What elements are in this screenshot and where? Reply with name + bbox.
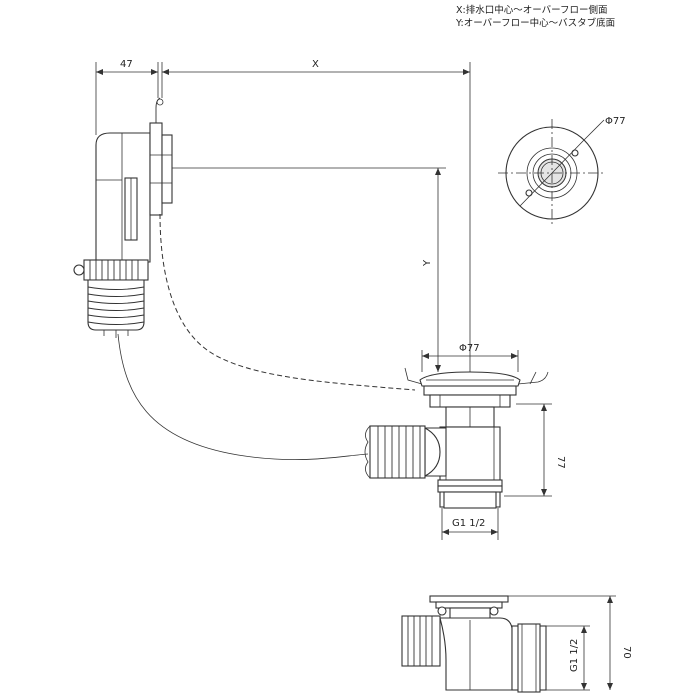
flexible-hose xyxy=(117,333,369,461)
overflow-front-view xyxy=(498,119,606,227)
drain-assembly xyxy=(364,367,549,509)
dim-drain-thread-label: G1 1/2 xyxy=(452,518,485,529)
dim-drain-diameter-label: Φ77 xyxy=(459,343,480,354)
dim-y-label: Y xyxy=(422,259,433,267)
overflow-diameter-label: Φ77 xyxy=(605,116,626,127)
dim-77-label: 77 xyxy=(555,456,566,469)
dim-x-label: X xyxy=(312,59,319,70)
legend-notes: X:排水口中心～オーバーフロー側面 Y:オーバーフロー中心～バスタブ底面 xyxy=(456,4,615,30)
dim-side-thread-label: G1 1/2 xyxy=(569,639,580,672)
dim-47-label: 47 xyxy=(120,59,133,70)
dim-70-label: 70 xyxy=(621,646,632,659)
plug-chain xyxy=(159,213,416,391)
note-x: X:排水口中心～オーバーフロー側面 xyxy=(456,5,608,16)
note-y: Y:オーバーフロー中心～バスタブ底面 xyxy=(456,18,616,29)
dimension-lines xyxy=(95,62,616,691)
drain-side-view xyxy=(401,595,547,693)
overflow-fitting xyxy=(73,97,173,338)
